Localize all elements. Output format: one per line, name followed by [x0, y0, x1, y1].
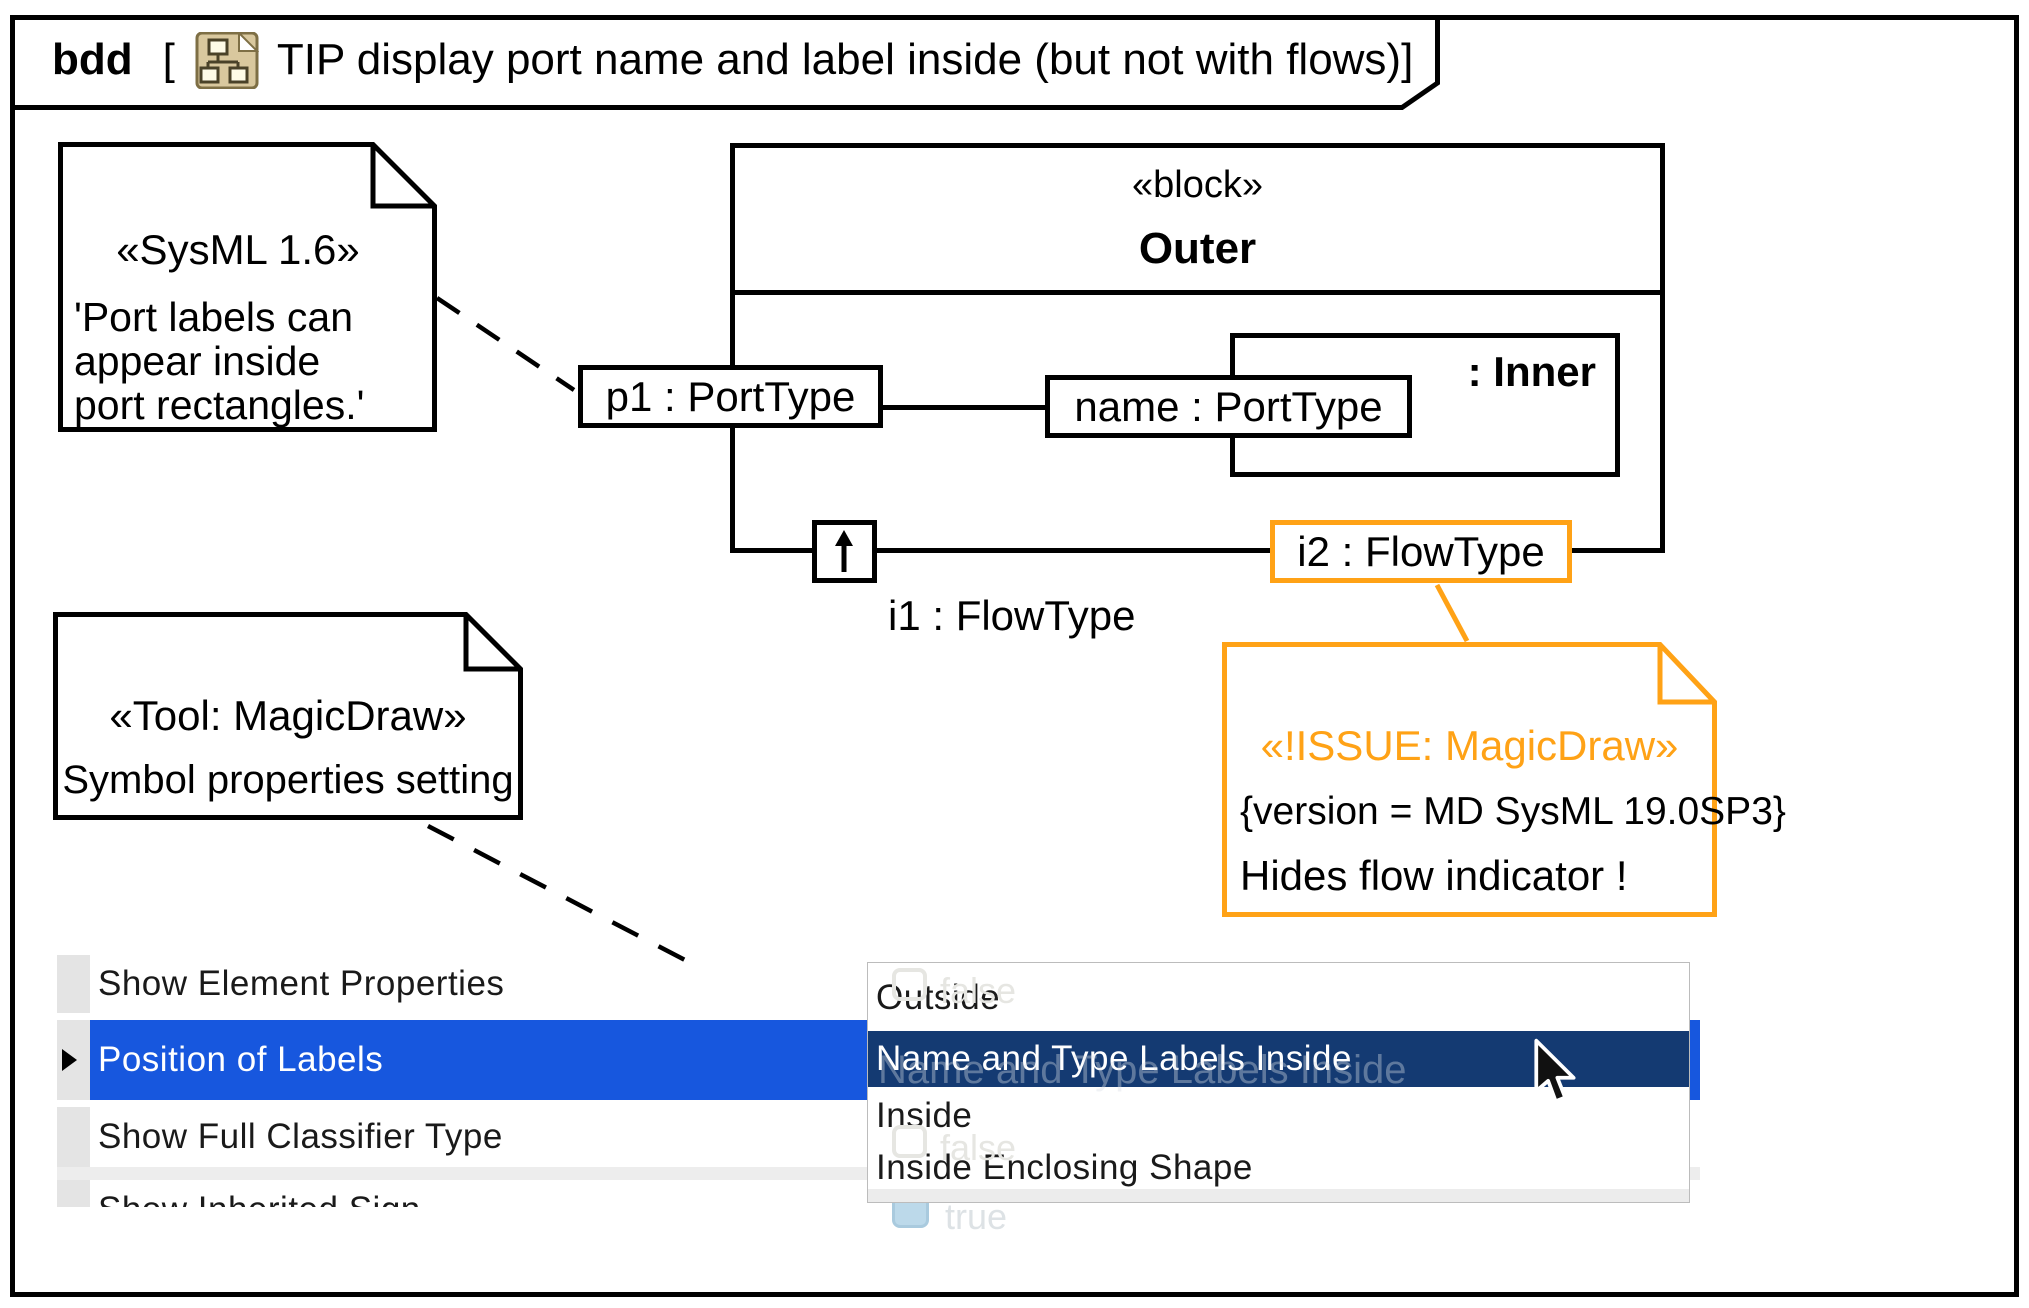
block-name: Outer [1138, 224, 1257, 273]
frame-name-tab [10, 15, 1440, 110]
part-inner-label: : Inner [1467, 348, 1596, 395]
part-inner-shape[interactable] [1230, 333, 1620, 477]
tool-note-dashed-line [426, 824, 706, 972]
diagram-title: TIP display port name and label inside (… [276, 35, 1414, 84]
frame-bracket: [ [162, 35, 175, 84]
frame-kind-label: bdd [52, 35, 133, 84]
block-compartment-separator [730, 290, 1665, 295]
up-arrow-icon [817, 525, 872, 578]
note-issue-body: Hides flow indicator ! [1240, 852, 1628, 899]
mac-arrow-cursor [1532, 1038, 1580, 1106]
menu-row-gutter [57, 1020, 90, 1100]
right-triangle-icon[interactable] [62, 1049, 77, 1071]
port-name[interactable]: name : PortType [1045, 375, 1412, 438]
frame-header: bdd [ TIP display port name and label in… [52, 30, 1413, 90]
note-issue-constraint: {version = MD SysML 19.0SP3} [1240, 790, 1786, 833]
note-sysml-shape[interactable] [58, 142, 437, 432]
note-issue-shape[interactable] [1222, 642, 1717, 917]
note-sysml-line2: appear inside [74, 338, 321, 384]
note-tool-shape[interactable] [53, 612, 523, 820]
port-name-label: name : PortType [1074, 382, 1383, 430]
note-tool-body: Symbol properties setting [62, 758, 514, 802]
dropdown-bottom-strip [868, 1189, 1689, 1202]
ghost-value-false-1: false [940, 970, 1017, 1011]
ghost-checkbox-false [892, 968, 927, 1001]
dropdown-option-inside-enclosing-shape[interactable]: Inside Enclosing Shape [876, 1148, 1253, 1187]
flow-port-i2[interactable]: i2 : FlowType [1270, 520, 1572, 583]
ghost-option-text: Name and Type Labels Inside [878, 1048, 1407, 1092]
port-p1-label: p1 : PortType [605, 372, 856, 420]
menu-row-gutter [57, 955, 90, 1013]
flow-port-i1[interactable] [812, 520, 877, 583]
block-stereotype: «block» [1132, 164, 1263, 206]
note-sysml-stereotype: «SysML 1.6» [116, 226, 360, 273]
flow-port-i2-label: i2 : FlowType [1297, 527, 1545, 575]
note-sysml-line3: port rectangles.' [74, 382, 365, 428]
note-tool-stereotype: «Tool: MagicDraw» [109, 692, 467, 739]
note-anchor-dashed-line [435, 296, 576, 392]
menu-row-gutter [57, 1180, 90, 1207]
note-issue-stereotype: «!ISSUE: MagicDraw» [1260, 722, 1679, 769]
ghost-checkbox-false [892, 1125, 927, 1158]
port-p1[interactable]: p1 : PortType [578, 365, 883, 428]
issue-callout-line [1434, 583, 1470, 643]
bdd-diagram-icon [195, 31, 259, 89]
menu-row-gutter [57, 1107, 90, 1167]
flow-port-i1-label: i1 : FlowType [888, 592, 1136, 639]
ghost-value-false-2: false [940, 1127, 1017, 1168]
port-connector-line [878, 405, 1052, 410]
note-sysml-line1: 'Port labels can [74, 294, 354, 340]
